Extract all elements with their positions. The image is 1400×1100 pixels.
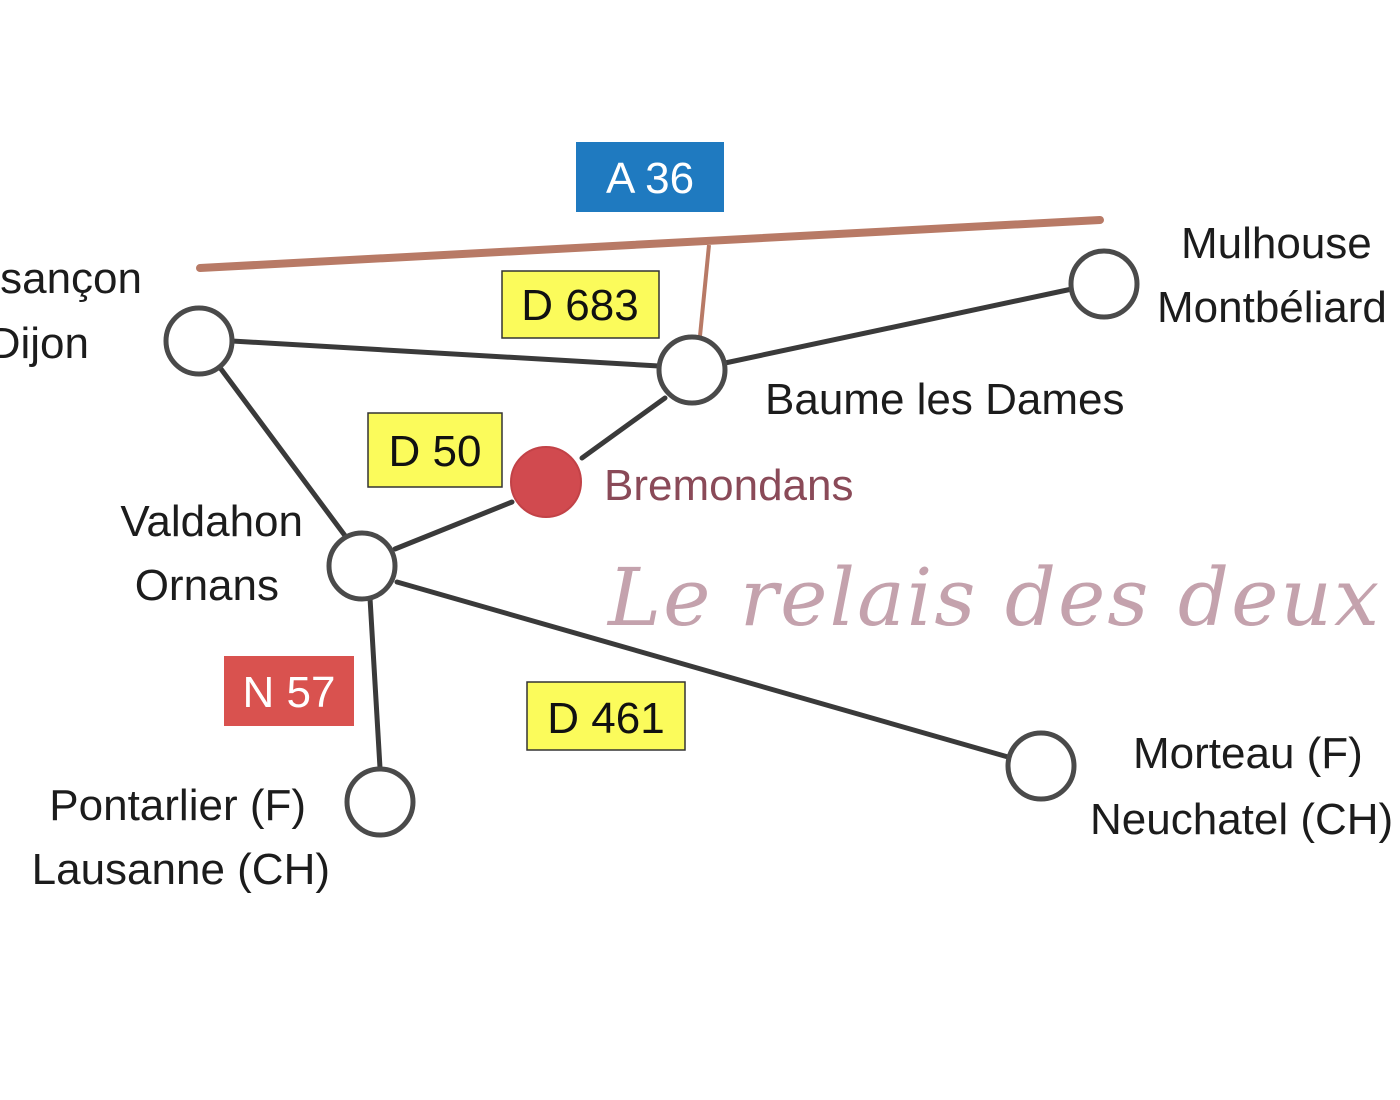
badge-a36-label: A 36 <box>606 154 694 203</box>
badge-n57-label: N 57 <box>243 668 336 717</box>
road-besancon-baume <box>229 338 662 369</box>
town-marker-pontarlier <box>344 766 416 838</box>
label-dijon: Dijon <box>0 319 89 368</box>
label-neuchatel: Neuchatel (CH) <box>1090 795 1393 844</box>
label-montbeliard: Montbéliard <box>1157 283 1387 332</box>
road-valdahon-pontarlier <box>367 595 383 771</box>
road-besancon-valdahon <box>218 366 349 540</box>
road-valdahon-morteau <box>394 579 1011 760</box>
label-besancon: sançon <box>0 254 142 303</box>
badge-d50: D 50 <box>367 412 503 488</box>
motorway-a36 <box>196 216 1104 272</box>
road-baume-mulhouse <box>722 286 1075 366</box>
town-marker-besancon <box>163 305 235 377</box>
road-baume-bremondans <box>579 395 668 461</box>
town-marker-baume <box>656 334 728 406</box>
label-baume-les-dames: Baume les Dames <box>765 375 1124 424</box>
badge-d683: D 683 <box>501 270 660 339</box>
badge-d461-label: D 461 <box>547 694 664 743</box>
badge-d50-label: D 50 <box>389 427 482 476</box>
label-bremondans: Bremondans <box>604 461 853 510</box>
label-ornans: Ornans <box>135 561 279 610</box>
badge-a36: A 36 <box>576 142 724 212</box>
label-morteau: Morteau (F) <box>1133 729 1363 778</box>
label-lausanne: Lausanne (CH) <box>32 845 330 894</box>
label-pontarlier: Pontarlier (F) <box>49 781 306 830</box>
badge-d461: D 461 <box>526 681 686 751</box>
tagline-relais: Le relais des deux tours <box>606 551 1400 644</box>
town-marker-mulhouse <box>1068 248 1140 320</box>
motorway-a36-junction-spur <box>698 244 711 337</box>
road-bremondans-valdahon <box>392 499 515 552</box>
label-valdahon: Valdahon <box>120 497 303 546</box>
town-marker-valdahon <box>326 530 398 602</box>
town-marker-morteau <box>1005 730 1077 802</box>
destination-marker-bremondans <box>510 446 582 518</box>
badge-d683-label: D 683 <box>521 281 638 330</box>
badge-n57: N 57 <box>224 656 354 726</box>
label-mulhouse: Mulhouse <box>1181 219 1372 268</box>
